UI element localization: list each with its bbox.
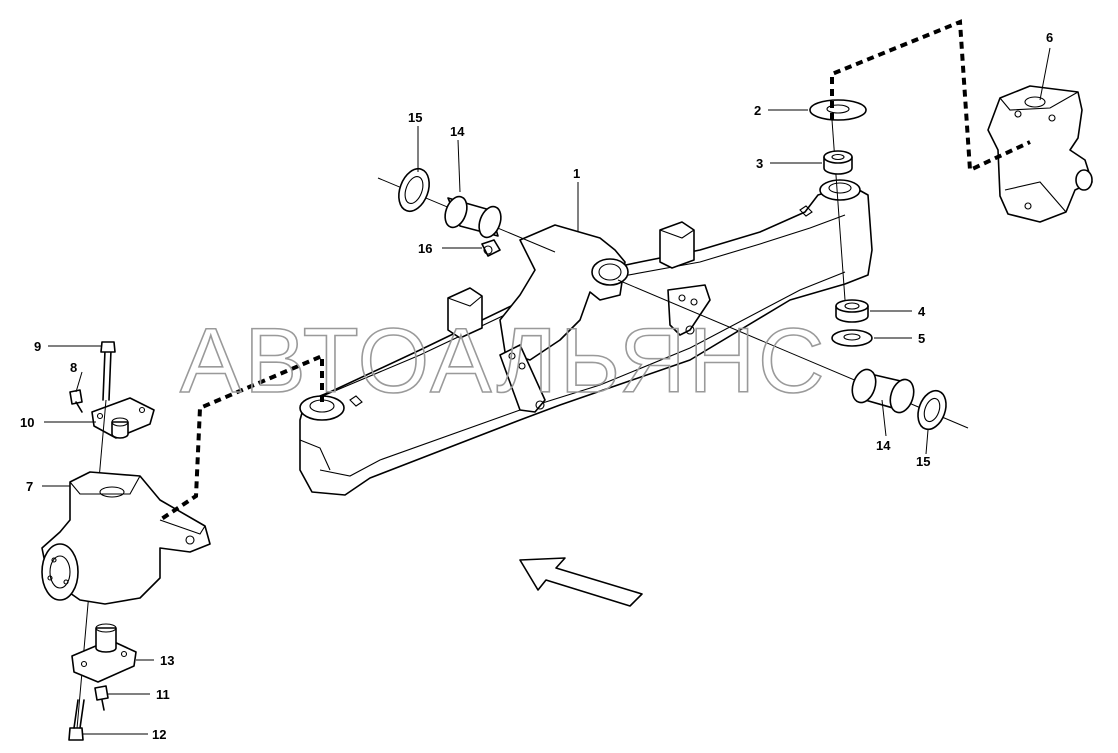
assembly-dash-left bbox=[158, 352, 324, 522]
bolt-12 bbox=[68, 699, 85, 741]
callout-8: 8 bbox=[70, 360, 77, 375]
callout-14-left: 14 bbox=[450, 124, 465, 139]
seal-15-right bbox=[917, 389, 947, 431]
callout-12: 12 bbox=[152, 727, 166, 742]
callout-2: 2 bbox=[754, 103, 761, 118]
callout-11: 11 bbox=[156, 687, 170, 702]
cover-plate-10 bbox=[91, 397, 155, 439]
leader-lines bbox=[42, 47, 1051, 735]
bushing-14-left bbox=[444, 195, 502, 239]
callout-14-right: 14 bbox=[876, 438, 891, 453]
callout-10: 10 bbox=[20, 415, 34, 430]
washer-5 bbox=[831, 329, 873, 347]
callout-5: 5 bbox=[918, 331, 925, 346]
assembly-dash-right bbox=[830, 19, 1031, 174]
thrust-washer-2 bbox=[809, 99, 867, 121]
callout-15-left: 15 bbox=[408, 110, 422, 125]
callout-15-right: 15 bbox=[916, 454, 930, 469]
steering-knuckle-7 bbox=[41, 471, 211, 605]
direction-arrow-icon bbox=[519, 557, 643, 607]
callout-labels: 1 2 3 4 5 6 7 8 9 10 11 12 13 14 14 15 1… bbox=[20, 30, 1053, 742]
bearing-4 bbox=[835, 299, 869, 323]
callout-1: 1 bbox=[573, 166, 580, 181]
bolt-9 bbox=[100, 341, 116, 401]
bearing-cap-13 bbox=[71, 623, 137, 683]
grease-nipple-16 bbox=[481, 239, 501, 257]
steering-knuckle-6 bbox=[987, 85, 1093, 223]
bearing-3 bbox=[823, 150, 853, 175]
callout-3: 3 bbox=[756, 156, 763, 171]
callout-9: 9 bbox=[34, 339, 41, 354]
callout-13: 13 bbox=[160, 653, 174, 668]
callout-6: 6 bbox=[1046, 30, 1053, 45]
bolt-8 bbox=[69, 389, 83, 413]
callout-4: 4 bbox=[918, 304, 926, 319]
watermark-text: АВТОАЛЬЯНС bbox=[180, 310, 828, 412]
callout-7: 7 bbox=[26, 479, 33, 494]
axle-beam bbox=[299, 179, 873, 496]
bushing-14-right bbox=[851, 368, 915, 414]
seal-15-left bbox=[398, 167, 430, 213]
bolt-11 bbox=[94, 685, 109, 711]
callout-16: 16 bbox=[418, 241, 432, 256]
